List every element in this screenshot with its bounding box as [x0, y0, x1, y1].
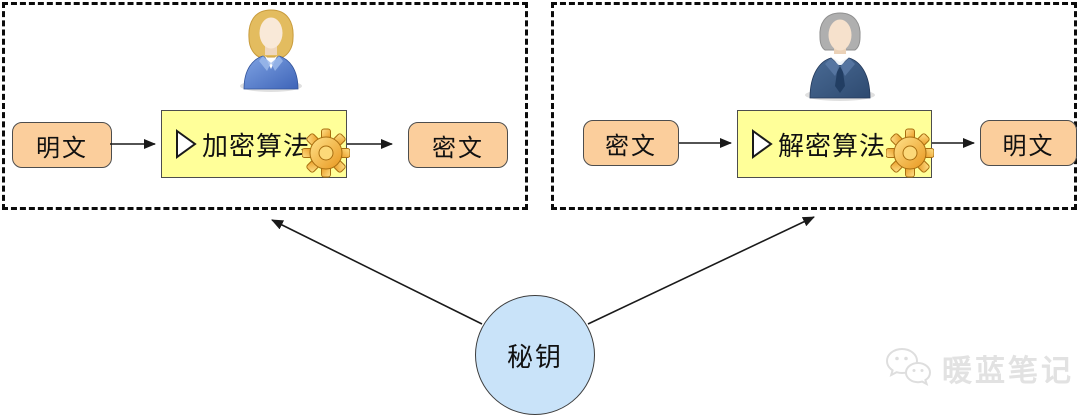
decryption-panel: 密文 解密算法 [551, 2, 1077, 210]
ciphertext-node: 密文 [408, 122, 508, 168]
business-woman-avatar [240, 9, 302, 92]
gear-icon [886, 128, 934, 178]
gear-icon [302, 128, 350, 178]
business-man-avatar [805, 12, 875, 101]
ciphertext-label: 密文 [432, 134, 484, 162]
plaintext-label: 明文 [1002, 132, 1055, 160]
watermark: 暖蓝笔记 [884, 346, 1074, 390]
encryption-process-label: 加密算法 [202, 130, 311, 161]
encryption-panel: 明文 加密算法 [2, 2, 528, 210]
arrow-key-to-decryption-panel [587, 216, 815, 325]
encryption-process-node: 加密算法 [161, 110, 350, 178]
ciphertext-node: 密文 [583, 120, 679, 166]
plaintext-node: 明文 [12, 122, 112, 168]
decryption-process-node: 解密算法 [737, 110, 934, 178]
play-icon [752, 129, 773, 159]
ciphertext-label: 密文 [605, 132, 657, 160]
wechat-icon [885, 347, 932, 387]
plaintext-node: 明文 [980, 120, 1077, 166]
secret-key-node: 秘钥 [475, 295, 595, 415]
watermark-label: 暖蓝笔记 [942, 355, 1074, 388]
arrow-key-to-encryption-panel [271, 219, 483, 325]
plaintext-label: 明文 [36, 134, 88, 162]
decryption-process-label: 解密算法 [778, 130, 887, 161]
secret-key-label: 秘钥 [506, 341, 563, 372]
play-icon [176, 129, 197, 159]
